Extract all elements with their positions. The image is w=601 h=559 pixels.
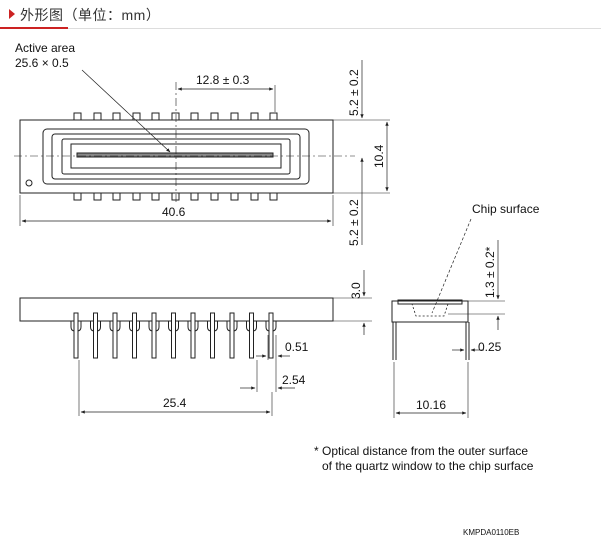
section-header: 外形图（单位：mm）: [0, 0, 601, 30]
side-pin-leg: [112, 312, 118, 359]
side-pin-leg: [210, 312, 215, 359]
footnote-line-2: of the quartz window to the chip surface: [322, 459, 534, 473]
lead-dim-text: 0.25: [478, 340, 502, 354]
footnote-line-1: * Optical distance from the outer surfac…: [314, 444, 528, 458]
pin-width-dim-text: 0.51: [285, 340, 309, 354]
side-pin-leg: [93, 312, 98, 359]
active-area-leader: [81, 69, 171, 153]
active-area-label: Active area: [15, 41, 75, 55]
active-area: [76, 152, 274, 158]
side-pin-leg: [151, 312, 157, 359]
height-dim-text: 10.4: [372, 144, 386, 168]
pin-pitch-dim-text: 2.54: [282, 373, 306, 387]
edge-dim-top-text: 5.2 ± 0.2: [347, 69, 361, 116]
section-title: 外形图（单位：mm）: [20, 7, 161, 23]
side-pin-leg: [132, 312, 137, 359]
side-pin-leg: [73, 312, 79, 359]
side-package-body: [19, 297, 334, 322]
side-pins: [70, 312, 277, 359]
pitch-dim-text: 12.8 ± 0.3: [196, 73, 250, 87]
pin-span-dim-text: 25.4: [163, 396, 187, 410]
chip-surface-label: Chip surface: [472, 202, 540, 216]
top-view: [14, 60, 390, 245]
active-area-value: 25.6 × 0.5: [15, 56, 69, 70]
width-dim-text: 40.6: [162, 205, 186, 219]
thickness-dim-text: 3.0: [349, 282, 363, 299]
end-view: [391, 218, 505, 418]
drawing-code: KMPDA0110EB: [463, 528, 519, 537]
header-divider: [0, 28, 601, 29]
row-spacing-dim-text: 10.16: [416, 398, 446, 412]
pin1-index-mark: [25, 179, 33, 187]
end-package-body: [391, 300, 469, 323]
side-pin-leg: [229, 312, 235, 359]
side-pin-leg: [249, 312, 254, 359]
chip-surface-leader: [431, 218, 472, 314]
edge-dim-bottom-text: 5.2 ± 0.2: [347, 199, 361, 246]
side-view: [19, 270, 372, 416]
triangle-bullet-icon: [9, 9, 15, 19]
header-accent-bar: [0, 27, 68, 29]
side-pin-leg: [171, 312, 176, 359]
side-pin-leg: [268, 312, 274, 359]
side-pin-leg: [190, 312, 196, 359]
optical-dim-text: 1.3 ± 0.2*: [483, 246, 497, 298]
